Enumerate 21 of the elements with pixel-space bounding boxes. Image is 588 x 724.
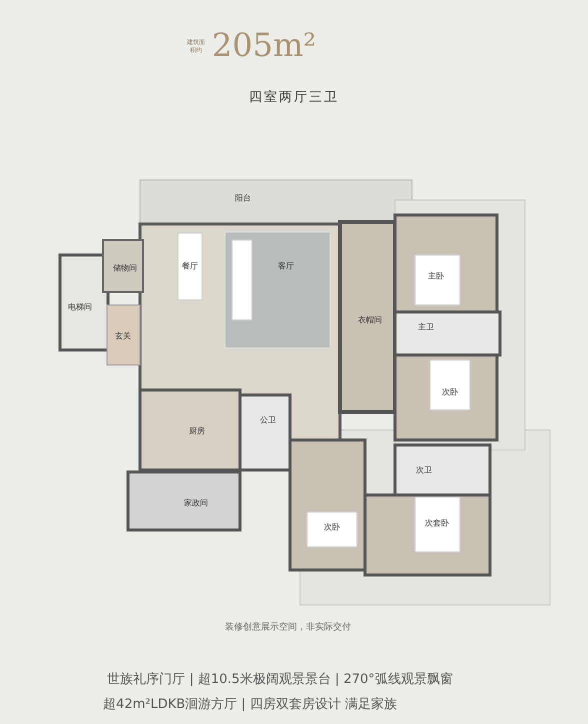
- room-label: 次卫: [416, 464, 432, 476]
- room-label: 餐厅: [182, 260, 198, 272]
- room-label: 主卫: [418, 322, 434, 332]
- room-label: 电梯间: [68, 302, 92, 312]
- room-label: 次卧: [442, 386, 458, 398]
- room-label: 主卧: [428, 270, 444, 282]
- feature-text: 超42m²LDKB洄游方厅 | 四房双套房设计 满足家族: [103, 696, 397, 713]
- room-label: 玄关: [115, 330, 131, 342]
- room-label: 公卫: [260, 414, 276, 426]
- subtitle: 四室两厅三卫: [249, 89, 339, 106]
- title: 205m²: [212, 26, 316, 64]
- room-label: 客厅: [278, 260, 294, 272]
- feature-text: 世族礼序门厅 | 超10.5米极阔观景景台 | 270°弧线观景飘窗: [107, 671, 453, 688]
- room-label: 厨房: [189, 426, 205, 436]
- room-label: 衣帽间: [358, 314, 382, 326]
- room-label: 储物间: [113, 262, 137, 274]
- room-label: 阳台: [235, 192, 251, 204]
- room-label: 家政间: [184, 498, 208, 508]
- room-label: 次卧: [324, 522, 340, 532]
- room-label: 次套卧: [425, 518, 449, 528]
- disclaimer-note: 装修创意展示空间，非实际交付: [225, 621, 351, 634]
